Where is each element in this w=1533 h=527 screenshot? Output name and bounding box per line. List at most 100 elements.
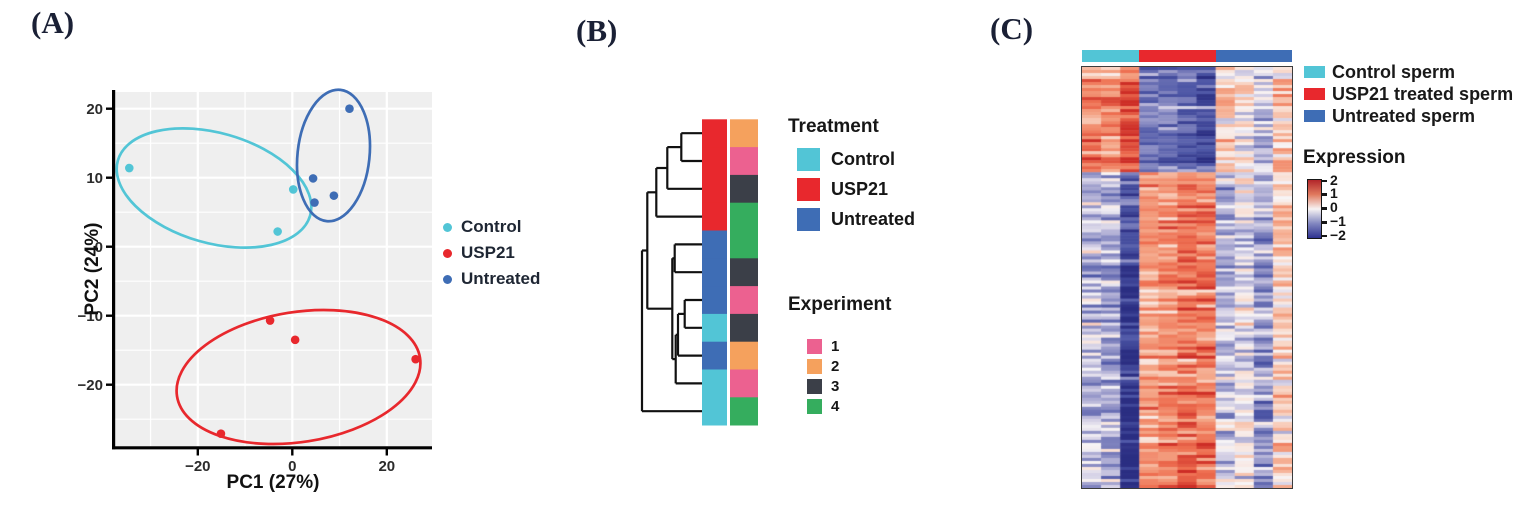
colorbar-tick-label: 0	[1330, 199, 1338, 216]
experiment-cell-3	[730, 313, 758, 343]
usp21-sperm-swatch-icon	[1304, 88, 1325, 100]
confidence-ellipse	[295, 88, 372, 223]
y-tick-label: −20	[78, 377, 103, 394]
experiment-legend-item: 2	[807, 356, 891, 376]
experiment-legend-item: 3	[807, 376, 891, 396]
expression-heatmap	[1082, 67, 1292, 488]
treatment-cell-control	[702, 313, 727, 343]
pca-legend-label: Untreated	[461, 269, 541, 288]
control-dot-icon	[443, 222, 452, 232]
experiment-cell-4	[730, 397, 758, 426]
annotation-segment-untreated	[1215, 50, 1292, 62]
colorbar-tick-label: −2	[1330, 227, 1346, 244]
experiment-legend-label: 4	[831, 397, 840, 415]
control-sperm-swatch-icon	[1304, 66, 1325, 78]
colorbar-tick-mark	[1322, 193, 1327, 196]
data-point-control	[288, 185, 298, 194]
heatmap-column-annotation	[1082, 50, 1292, 62]
treatment-cell-untreated	[702, 230, 727, 259]
heatmap-frame	[1081, 66, 1293, 489]
treatment-cell-untreated	[702, 286, 727, 315]
experiment4-swatch-icon	[807, 398, 822, 414]
colorbar-tick-label: 2	[1330, 171, 1338, 188]
pca-legend-item-usp21: USP21	[443, 240, 540, 266]
control-swatch-icon	[797, 147, 820, 171]
heatmap-legend-label: Untreated sperm	[1332, 105, 1476, 126]
heatmap-legend-item: Control sperm	[1304, 61, 1513, 83]
usp21-swatch-icon	[797, 177, 820, 201]
pca-legend: Control USP21 Untreated	[443, 214, 540, 292]
treatment-legend-item: Untreated	[797, 204, 915, 234]
heatmap-legend-item: Untreated sperm	[1304, 105, 1513, 127]
confidence-ellipse	[175, 308, 422, 446]
colorbar-title: Expression	[1303, 147, 1406, 168]
treatment-legend-title: Treatment	[788, 116, 879, 137]
data-point-untreated	[308, 174, 318, 183]
pca-legend-label: Control	[461, 217, 522, 236]
treatment-cell-usp21	[702, 119, 727, 148]
experiment-cell-2	[730, 119, 758, 148]
treatment-cell-untreated	[702, 258, 727, 287]
experiment-cell-3	[730, 174, 758, 204]
expression-colorbar	[1307, 179, 1322, 239]
data-point-usp21	[265, 316, 275, 325]
y-tick-label: 0	[95, 239, 103, 256]
data-point-untreated	[329, 191, 339, 200]
confidence-ellipse	[115, 127, 313, 249]
experiment-legend-label: 1	[831, 337, 840, 355]
y-tick-label: 10	[86, 170, 103, 187]
colorbar-tick-mark	[1322, 179, 1327, 182]
treatment-cell-untreated	[702, 341, 727, 370]
heatmap-legend: Control sperm USP21 treated sperm Untrea…	[1304, 61, 1513, 127]
colorbar-tick-mark	[1322, 207, 1327, 210]
panel-b-label: (B)	[576, 13, 618, 48]
experiment-cell-1	[730, 286, 758, 315]
experiment-legend-item: 1	[807, 336, 891, 356]
experiment-legend: Experiment 1 2 3 4	[788, 294, 891, 416]
y-axis-title: PC2 (24%)	[82, 223, 103, 316]
data-point-usp21	[411, 354, 420, 364]
experiment-cell-4	[730, 230, 758, 259]
data-point-usp21	[216, 429, 226, 438]
experiment-cell-1	[730, 147, 758, 176]
treatment-legend-item: USP21	[797, 174, 915, 204]
pca-legend-item-control: Control	[443, 214, 540, 240]
cluster-dendrogram	[640, 119, 758, 426]
treatment-legend-label: Untreated	[831, 208, 916, 229]
treatment-legend-label: USP21	[831, 178, 889, 199]
heatmap-legend-item: USP21 treated sperm	[1304, 83, 1513, 105]
data-point-control	[273, 227, 282, 236]
experiment3-swatch-icon	[807, 378, 822, 394]
untreated-swatch-icon	[797, 207, 820, 231]
colorbar-tick-mark	[1322, 235, 1327, 238]
plot-background	[115, 92, 432, 446]
experiment-cell-4	[730, 202, 758, 231]
colorbar-tick-label: 1	[1330, 185, 1338, 202]
untreated-dot-icon	[443, 274, 452, 284]
treatment-legend: Treatment Control USP21 Untreated	[788, 116, 915, 234]
experiment-legend-title: Experiment	[788, 294, 892, 315]
panel-c-label: (C)	[990, 11, 1034, 46]
experiment-cell-1	[730, 369, 758, 398]
treatment-cell-usp21	[702, 174, 727, 204]
annotation-segment-usp21	[1139, 50, 1216, 62]
usp21-dot-icon	[443, 248, 452, 258]
experiment-legend-item: 4	[807, 396, 891, 416]
experiment2-swatch-icon	[807, 358, 822, 374]
experiment-cell-2	[730, 341, 758, 370]
pca-legend-item-untreated: Untreated	[443, 266, 540, 292]
x-tick-label: 0	[288, 458, 296, 475]
treatment-cell-control	[702, 369, 727, 398]
experiment1-swatch-icon	[807, 338, 822, 354]
heatmap-legend-label: Control sperm	[1332, 61, 1456, 82]
treatment-legend-label: Control	[831, 148, 895, 169]
x-tick-label: −20	[185, 458, 210, 475]
colorbar-tick-label: −1	[1330, 213, 1346, 230]
data-point-untreated	[345, 104, 354, 113]
data-point-control	[124, 163, 134, 173]
treatment-cell-control	[702, 397, 727, 426]
colorbar-tick-mark	[1322, 221, 1327, 224]
treatment-cell-usp21	[702, 202, 727, 231]
data-point-usp21	[290, 335, 300, 345]
